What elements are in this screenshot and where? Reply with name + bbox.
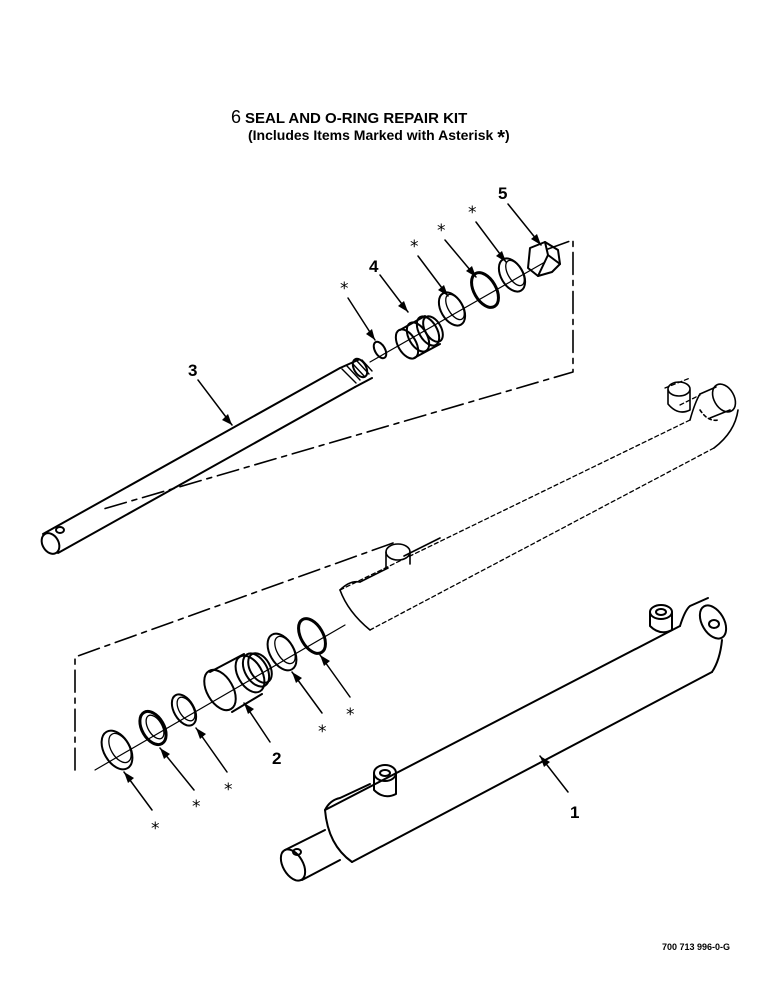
seal-lower-1-inner [108, 732, 132, 764]
asterisk-mark: * [340, 279, 349, 299]
callout-item-2: 2 [272, 749, 281, 768]
callout-item-4: 4 [369, 257, 379, 276]
seal-lower-3-inner [176, 696, 196, 722]
asterisk-mark: * [318, 722, 327, 742]
gland [203, 652, 273, 713]
callout-item-3: 3 [188, 361, 197, 380]
assembled-cylinder [279, 597, 728, 882]
phantom-frame-upper [99, 239, 574, 511]
asterisk-symbol: * [497, 127, 506, 149]
asterisk-mark: * [346, 705, 355, 725]
axis-line-lower [94, 624, 346, 771]
axis-line-upper [369, 261, 546, 363]
seal-lower-3 [170, 693, 198, 727]
asterisk-mark: * [468, 203, 477, 223]
seal-upper-2-inner [505, 259, 525, 287]
kit-note-text: (Includes Items Marked with Asterisk [248, 127, 494, 143]
seal-lower-2-inner [145, 714, 165, 740]
piston-rod [40, 357, 373, 555]
o-ring-upper [470, 271, 500, 309]
barrel-end [339, 381, 739, 631]
hex-nut [527, 241, 561, 277]
asterisk-mark: * [410, 237, 419, 257]
drawing-number: 700 713 996-0-G [662, 942, 731, 952]
seal-lower-2 [138, 709, 168, 747]
o-ring-lower [297, 617, 327, 655]
callout-item-1: 1 [570, 803, 579, 822]
asterisk-mark: * [224, 780, 233, 800]
asterisk-mark: * [192, 797, 201, 817]
kit-number: 6 [231, 107, 242, 127]
seal-lower-1 [100, 729, 134, 771]
kit-note-close: ) [505, 127, 510, 143]
asterisk-mark: * [151, 819, 160, 839]
o-ring-rod [372, 340, 388, 360]
piston [394, 315, 444, 360]
callout-item-5: 5 [498, 184, 507, 203]
asterisk-mark: * [437, 221, 446, 241]
seal-lower-4-inner [274, 635, 296, 665]
barrel-phantom [339, 377, 715, 631]
kit-note: (Includes Items Marked with Asterisk *) [248, 126, 510, 148]
kit-title-text: SEAL AND O-RING REPAIR KIT [245, 110, 468, 127]
arrowheads [124, 234, 550, 783]
